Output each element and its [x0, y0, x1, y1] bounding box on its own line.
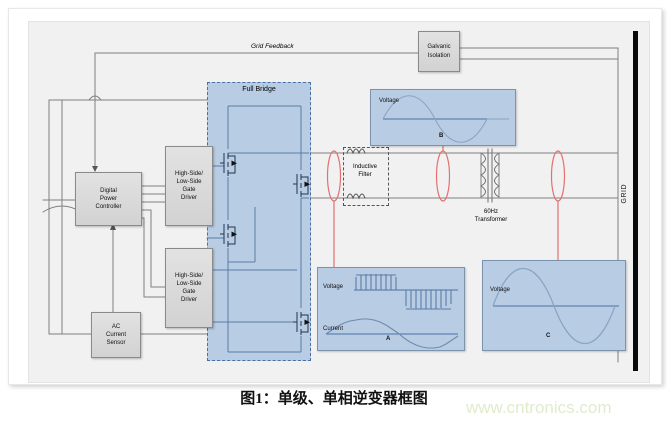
block-gate-driver-bottom[interactable]: High-Side/ Low-Side Gate Driver — [165, 248, 213, 328]
grid-bar — [633, 31, 638, 371]
full-bridge-label: Full Bridge — [242, 86, 276, 93]
grid-feedback-label: Grid Feedback — [251, 43, 294, 50]
scope-c-plot — [492, 267, 619, 345]
scope-b-plot — [382, 95, 509, 143]
block-inductive-filter[interactable] — [343, 147, 389, 206]
marker-ellipse-a — [326, 150, 342, 202]
marker-ellipse-c — [550, 150, 566, 202]
scope-a-marker: A — [386, 336, 391, 342]
block-ac-current-sensor[interactable]: AC Current Sensor — [91, 312, 141, 358]
site-watermark: www.cntronics.com — [466, 398, 612, 417]
block-galvanic-isolation[interactable]: Galvanic Isolation — [418, 31, 460, 72]
marker-ellipse-b — [435, 150, 451, 202]
grid-label: GRID — [621, 184, 628, 204]
scope-a-trace-current: Current — [323, 326, 344, 332]
transformer-label: 60Hz Transformer — [474, 209, 508, 223]
scope-c-marker: C — [546, 333, 551, 339]
scope-a[interactable]: Voltage Current A — [317, 267, 465, 351]
scope-c[interactable]: Voltage C — [482, 260, 626, 351]
block-digital-power-controller[interactable]: Digital Power Controller — [75, 172, 142, 226]
full-bridge-region — [207, 82, 311, 361]
block-gate-driver-top[interactable]: High-Side/ Low-Side Gate Driver — [165, 146, 213, 226]
scope-a-plot — [325, 274, 459, 349]
scope-b[interactable]: Voltage B — [370, 89, 516, 146]
scope-c-trace-voltage: Voltage — [490, 287, 511, 293]
figure-caption: 图1：单级、单相逆变器框图 — [240, 391, 428, 407]
scope-a-trace-voltage: Voltage — [323, 284, 344, 290]
measurement-markers — [326, 144, 566, 267]
diagram-canvas: Full Bridge Digital Power Controller Hig… — [28, 21, 650, 383]
inductive-filter-label: Inductive Filter — [352, 164, 377, 178]
page-frame: Full Bridge Digital Power Controller Hig… — [8, 8, 662, 385]
scope-b-trace-voltage: Voltage — [379, 98, 400, 104]
scope-b-marker: B — [439, 133, 444, 139]
